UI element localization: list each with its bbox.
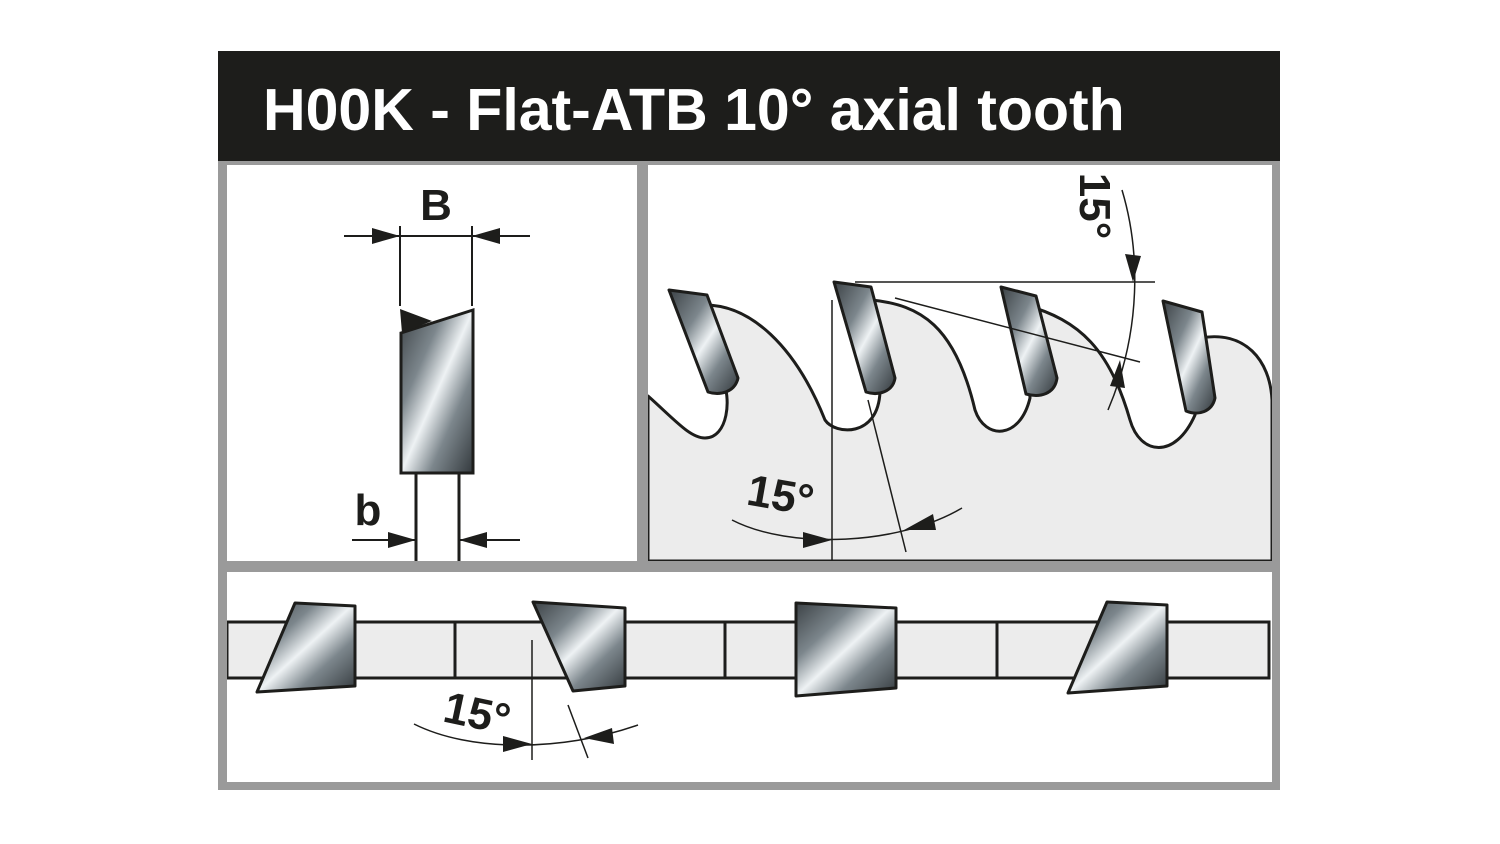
carbide-tip-4 (1161, 299, 1217, 415)
tooth-body-cross-section (399, 307, 475, 475)
panel-top-view: 15° (227, 572, 1272, 782)
hook-arrow-left (803, 532, 832, 548)
dim-b-lower-arrow-left (388, 532, 416, 548)
side-arrow-right (584, 728, 614, 744)
title-bar (218, 51, 1280, 161)
side-angle-line (567, 704, 589, 759)
label-top-bevel-angle: 15° (1070, 173, 1119, 240)
label-body-width: B (420, 181, 452, 230)
top-bevel-line (894, 297, 1141, 363)
hook-arrow-right (904, 514, 936, 530)
dim-b-upper-arrow-left (372, 228, 400, 244)
top-bevel-arrow-upper (1125, 254, 1141, 282)
bevel-arrow (400, 309, 432, 333)
label-hook-angle: 15° (743, 466, 817, 526)
carbide-tip-2 (832, 280, 897, 395)
carbide-tip-1 (667, 288, 740, 395)
top-bevel-arrow-lower (1110, 360, 1125, 388)
carbide-tip-3 (999, 285, 1059, 397)
top-tooth-2 (531, 600, 627, 693)
top-tooth-1 (255, 601, 357, 694)
hook-angle-line (867, 399, 907, 553)
dim-b-upper-arrow-right (472, 228, 500, 244)
top-tooth-3 (794, 601, 898, 698)
label-plate-width: b (355, 486, 382, 535)
hook-angle-arc (731, 507, 963, 541)
top-tooth-4 (1066, 600, 1169, 695)
panel-tooth-width: B b (227, 165, 637, 561)
diagram-title: H00K - Flat-ATB 10° axial tooth (263, 77, 1125, 143)
side-arrow-left (503, 736, 532, 752)
panel-hook-angle: 15° 15° (648, 165, 1272, 561)
dim-b-lower-arrow-right (459, 532, 487, 548)
